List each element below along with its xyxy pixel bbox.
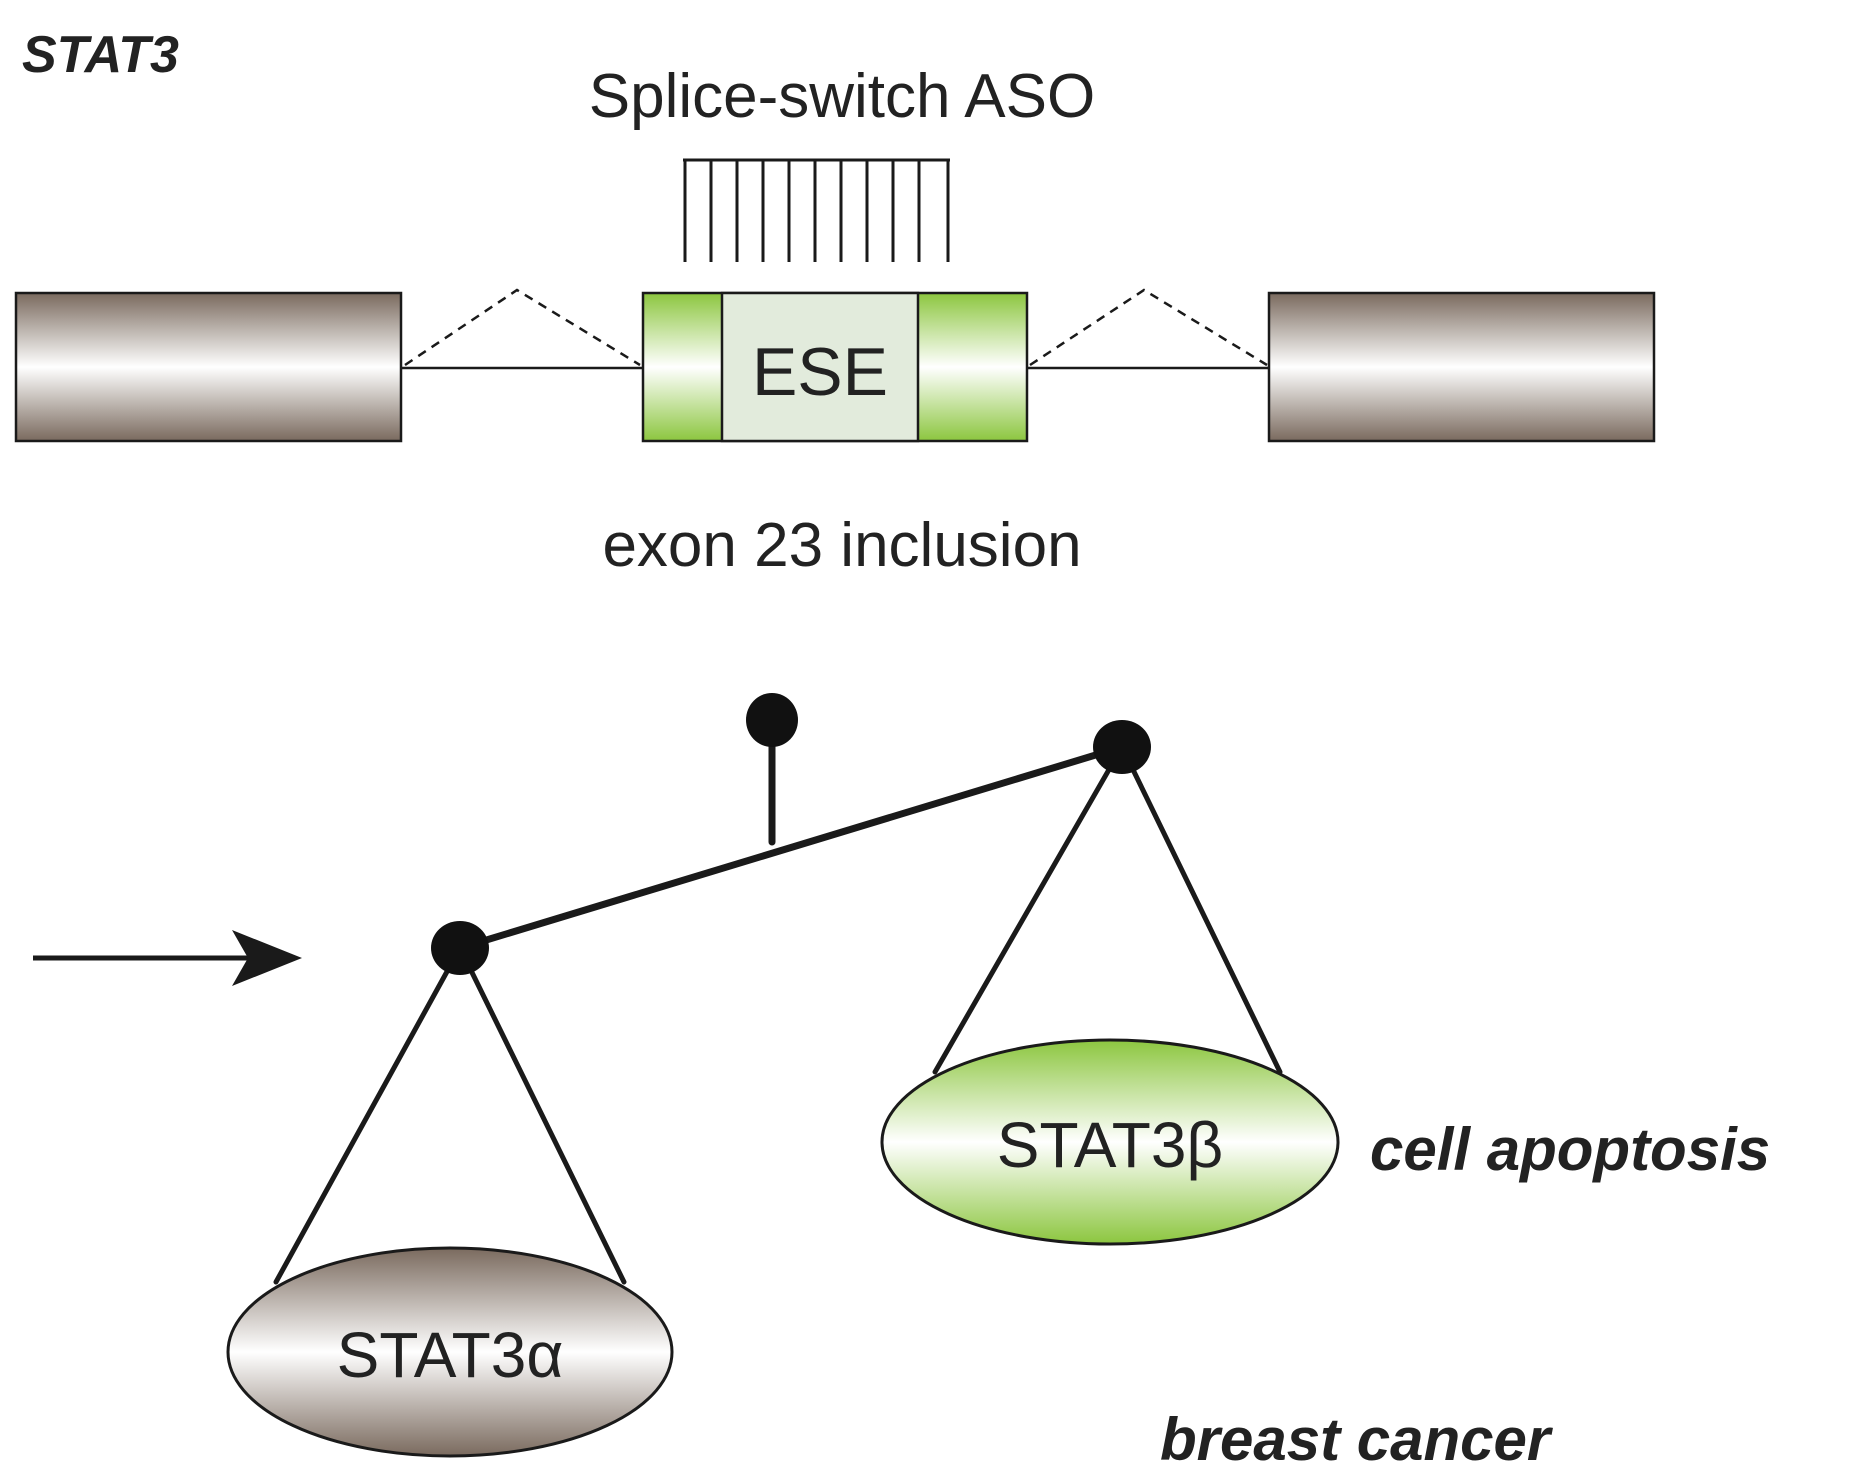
- cell-apoptosis-label: cell apoptosis: [1370, 1116, 1770, 1183]
- balance-scale: [273, 718, 1283, 1285]
- ese-region: [720, 291, 920, 443]
- stat3-beta-pan: STAT3β: [880, 1038, 1340, 1246]
- exon-inclusion-label: exon 23 inclusion: [602, 511, 1081, 580]
- left-pivot: [431, 921, 489, 975]
- ese-label: ESE: [752, 334, 888, 410]
- fulcrum-knob: [746, 693, 798, 747]
- stat3-beta-label: STAT3β: [997, 1109, 1223, 1181]
- right-arrow-icon: [33, 930, 302, 986]
- stat3-alpha-label: STAT3α: [337, 1319, 564, 1391]
- downstream-exon: [1267, 291, 1656, 443]
- upstream-exon: [14, 291, 403, 443]
- aso-label: Splice-switch ASO: [589, 62, 1096, 131]
- exon-23: ESE: [641, 291, 1029, 443]
- breast-cancer-label: breast cancer: [1160, 1406, 1554, 1473]
- splice-paths: [404, 288, 1268, 367]
- scale-beam: [456, 743, 1126, 952]
- gene-label: STAT3: [22, 26, 179, 84]
- stat3-alpha-pan: STAT3α: [226, 1246, 674, 1458]
- right-pivot: [1093, 720, 1151, 774]
- comb-aso-icon: [683, 158, 950, 262]
